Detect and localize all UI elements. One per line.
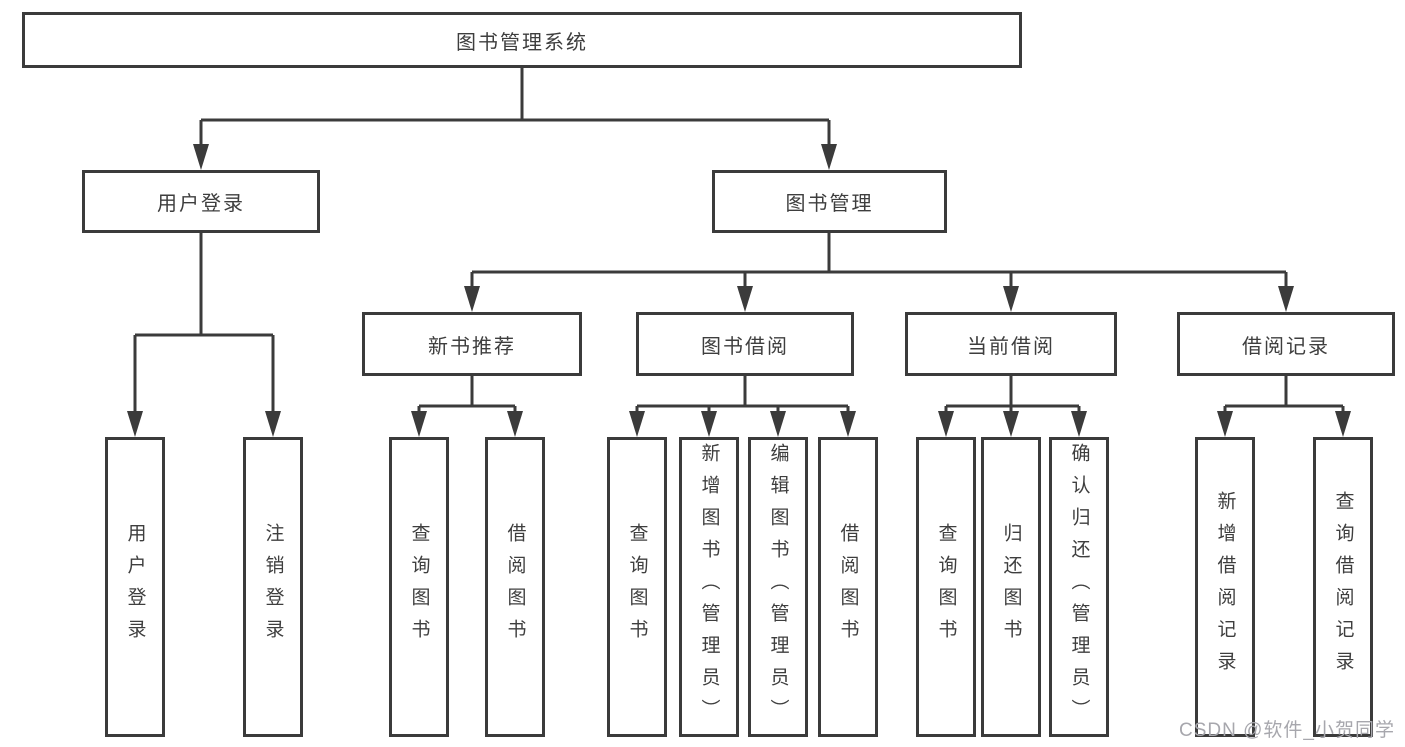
leaf-query-book-current: 查询图书 bbox=[916, 437, 976, 737]
leaf-query-book-borrow-label: 查询图书 bbox=[626, 523, 648, 651]
leaf-confirm-return-admin-label: 确认归还（管理员） bbox=[1068, 443, 1090, 731]
node-user-login: 用户登录 bbox=[82, 170, 320, 233]
leaf-return-book-label: 归还图书 bbox=[1000, 523, 1022, 651]
node-book-management-label: 图书管理 bbox=[785, 193, 874, 215]
leaf-borrow-book-new: 借阅图书 bbox=[485, 437, 545, 737]
leaf-add-borrow-record: 新增借阅记录 bbox=[1195, 437, 1255, 737]
leaf-user-login: 用户登录 bbox=[105, 437, 165, 737]
node-book-management: 图书管理 bbox=[712, 170, 947, 233]
leaf-add-borrow-record-label: 新增借阅记录 bbox=[1214, 491, 1236, 683]
leaf-query-book-new-label: 查询图书 bbox=[408, 523, 430, 651]
leaf-query-book-borrow: 查询图书 bbox=[607, 437, 667, 737]
node-borrow-records: 借阅记录 bbox=[1177, 312, 1395, 376]
watermark: CSDN @软件_小贺同学 bbox=[1179, 720, 1395, 741]
leaf-query-borrow-record: 查询借阅记录 bbox=[1313, 437, 1373, 737]
leaf-query-book-current-label: 查询图书 bbox=[935, 523, 957, 651]
node-user-login-label: 用户登录 bbox=[157, 193, 245, 215]
leaf-user-login-label: 用户登录 bbox=[124, 523, 146, 651]
node-current-borrow: 当前借阅 bbox=[905, 312, 1117, 376]
node-book-borrow: 图书借阅 bbox=[636, 312, 854, 376]
node-new-book-recommend-label: 新书推荐 bbox=[428, 335, 516, 358]
node-root-label: 图书管理系统 bbox=[456, 31, 588, 54]
node-borrow-records-label: 借阅记录 bbox=[1242, 335, 1330, 358]
leaf-borrow-book-new-label: 借阅图书 bbox=[504, 523, 526, 651]
leaf-borrow-book: 借阅图书 bbox=[818, 437, 878, 737]
leaf-logout: 注销登录 bbox=[243, 437, 303, 737]
leaf-return-book: 归还图书 bbox=[981, 437, 1041, 737]
leaf-query-borrow-record-label: 查询借阅记录 bbox=[1332, 491, 1354, 683]
leaf-edit-book-admin-label: 编辑图书（管理员） bbox=[767, 443, 789, 731]
leaf-add-book-admin: 新增图书（管理员） bbox=[679, 437, 739, 737]
leaf-logout-label: 注销登录 bbox=[262, 523, 284, 651]
leaf-edit-book-admin: 编辑图书（管理员） bbox=[748, 437, 808, 737]
leaf-borrow-book-label: 借阅图书 bbox=[837, 523, 859, 651]
node-root: 图书管理系统 bbox=[22, 12, 1022, 68]
leaf-query-book-new: 查询图书 bbox=[389, 437, 449, 737]
leaf-confirm-return-admin: 确认归还（管理员） bbox=[1049, 437, 1109, 737]
node-new-book-recommend: 新书推荐 bbox=[362, 312, 582, 376]
leaf-add-book-admin-label: 新增图书（管理员） bbox=[698, 443, 720, 731]
node-book-borrow-label: 图书借阅 bbox=[701, 335, 789, 358]
node-current-borrow-label: 当前借阅 bbox=[967, 335, 1055, 358]
